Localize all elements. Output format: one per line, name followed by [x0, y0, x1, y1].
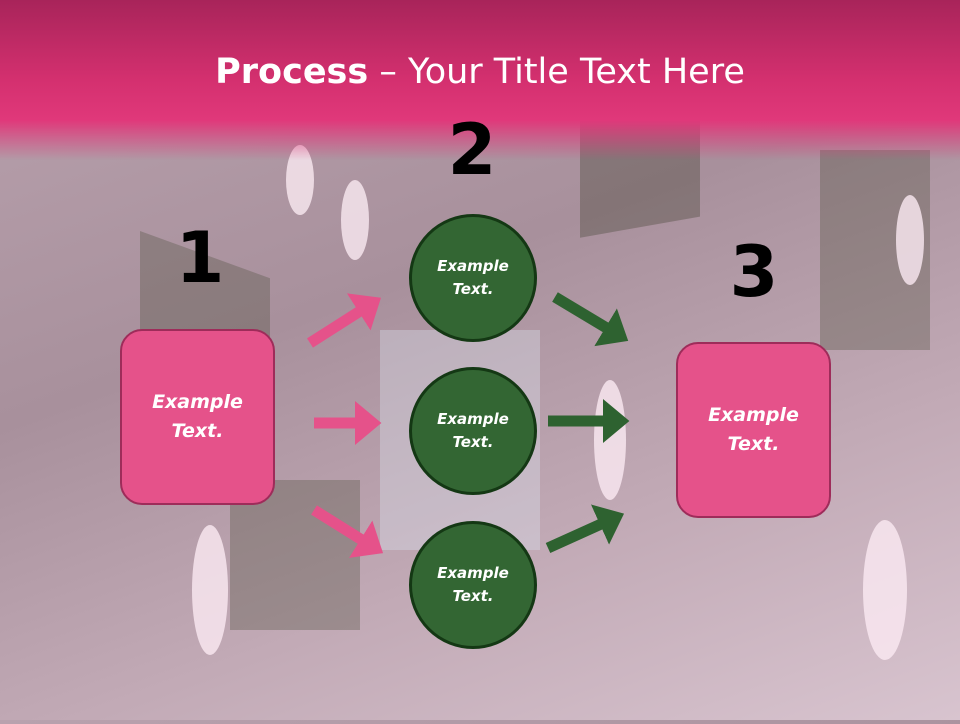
title-bold: Process: [215, 52, 369, 92]
circle-text-line2: Text.: [452, 587, 494, 605]
circle-text-line1: Example: [437, 564, 509, 582]
box-text-line2: Text.: [171, 420, 224, 442]
arrow-right-icon: [311, 505, 384, 558]
arrow-right-icon: [545, 504, 625, 554]
circle-text-line2: Text.: [452, 280, 494, 298]
circle-text-line1: Example: [437, 410, 509, 428]
step-number-3: 3: [729, 231, 779, 313]
box-text-line2: Text.: [727, 433, 780, 455]
circle-text-line2: Text.: [452, 433, 494, 451]
step-number-1: 1: [175, 217, 225, 299]
box-text-line1: Example: [152, 391, 243, 413]
slide-title: Process – Your Title Text Here: [0, 52, 960, 92]
title-banner: [0, 0, 960, 160]
circle-text-line1: Example: [437, 257, 509, 275]
arrow-right-icon: [307, 293, 381, 348]
box-text-line1: Example: [708, 404, 799, 426]
arrow-right-icon: [552, 292, 629, 347]
title-rest: – Your Title Text Here: [368, 52, 745, 92]
step-number-2: 2: [447, 109, 497, 191]
